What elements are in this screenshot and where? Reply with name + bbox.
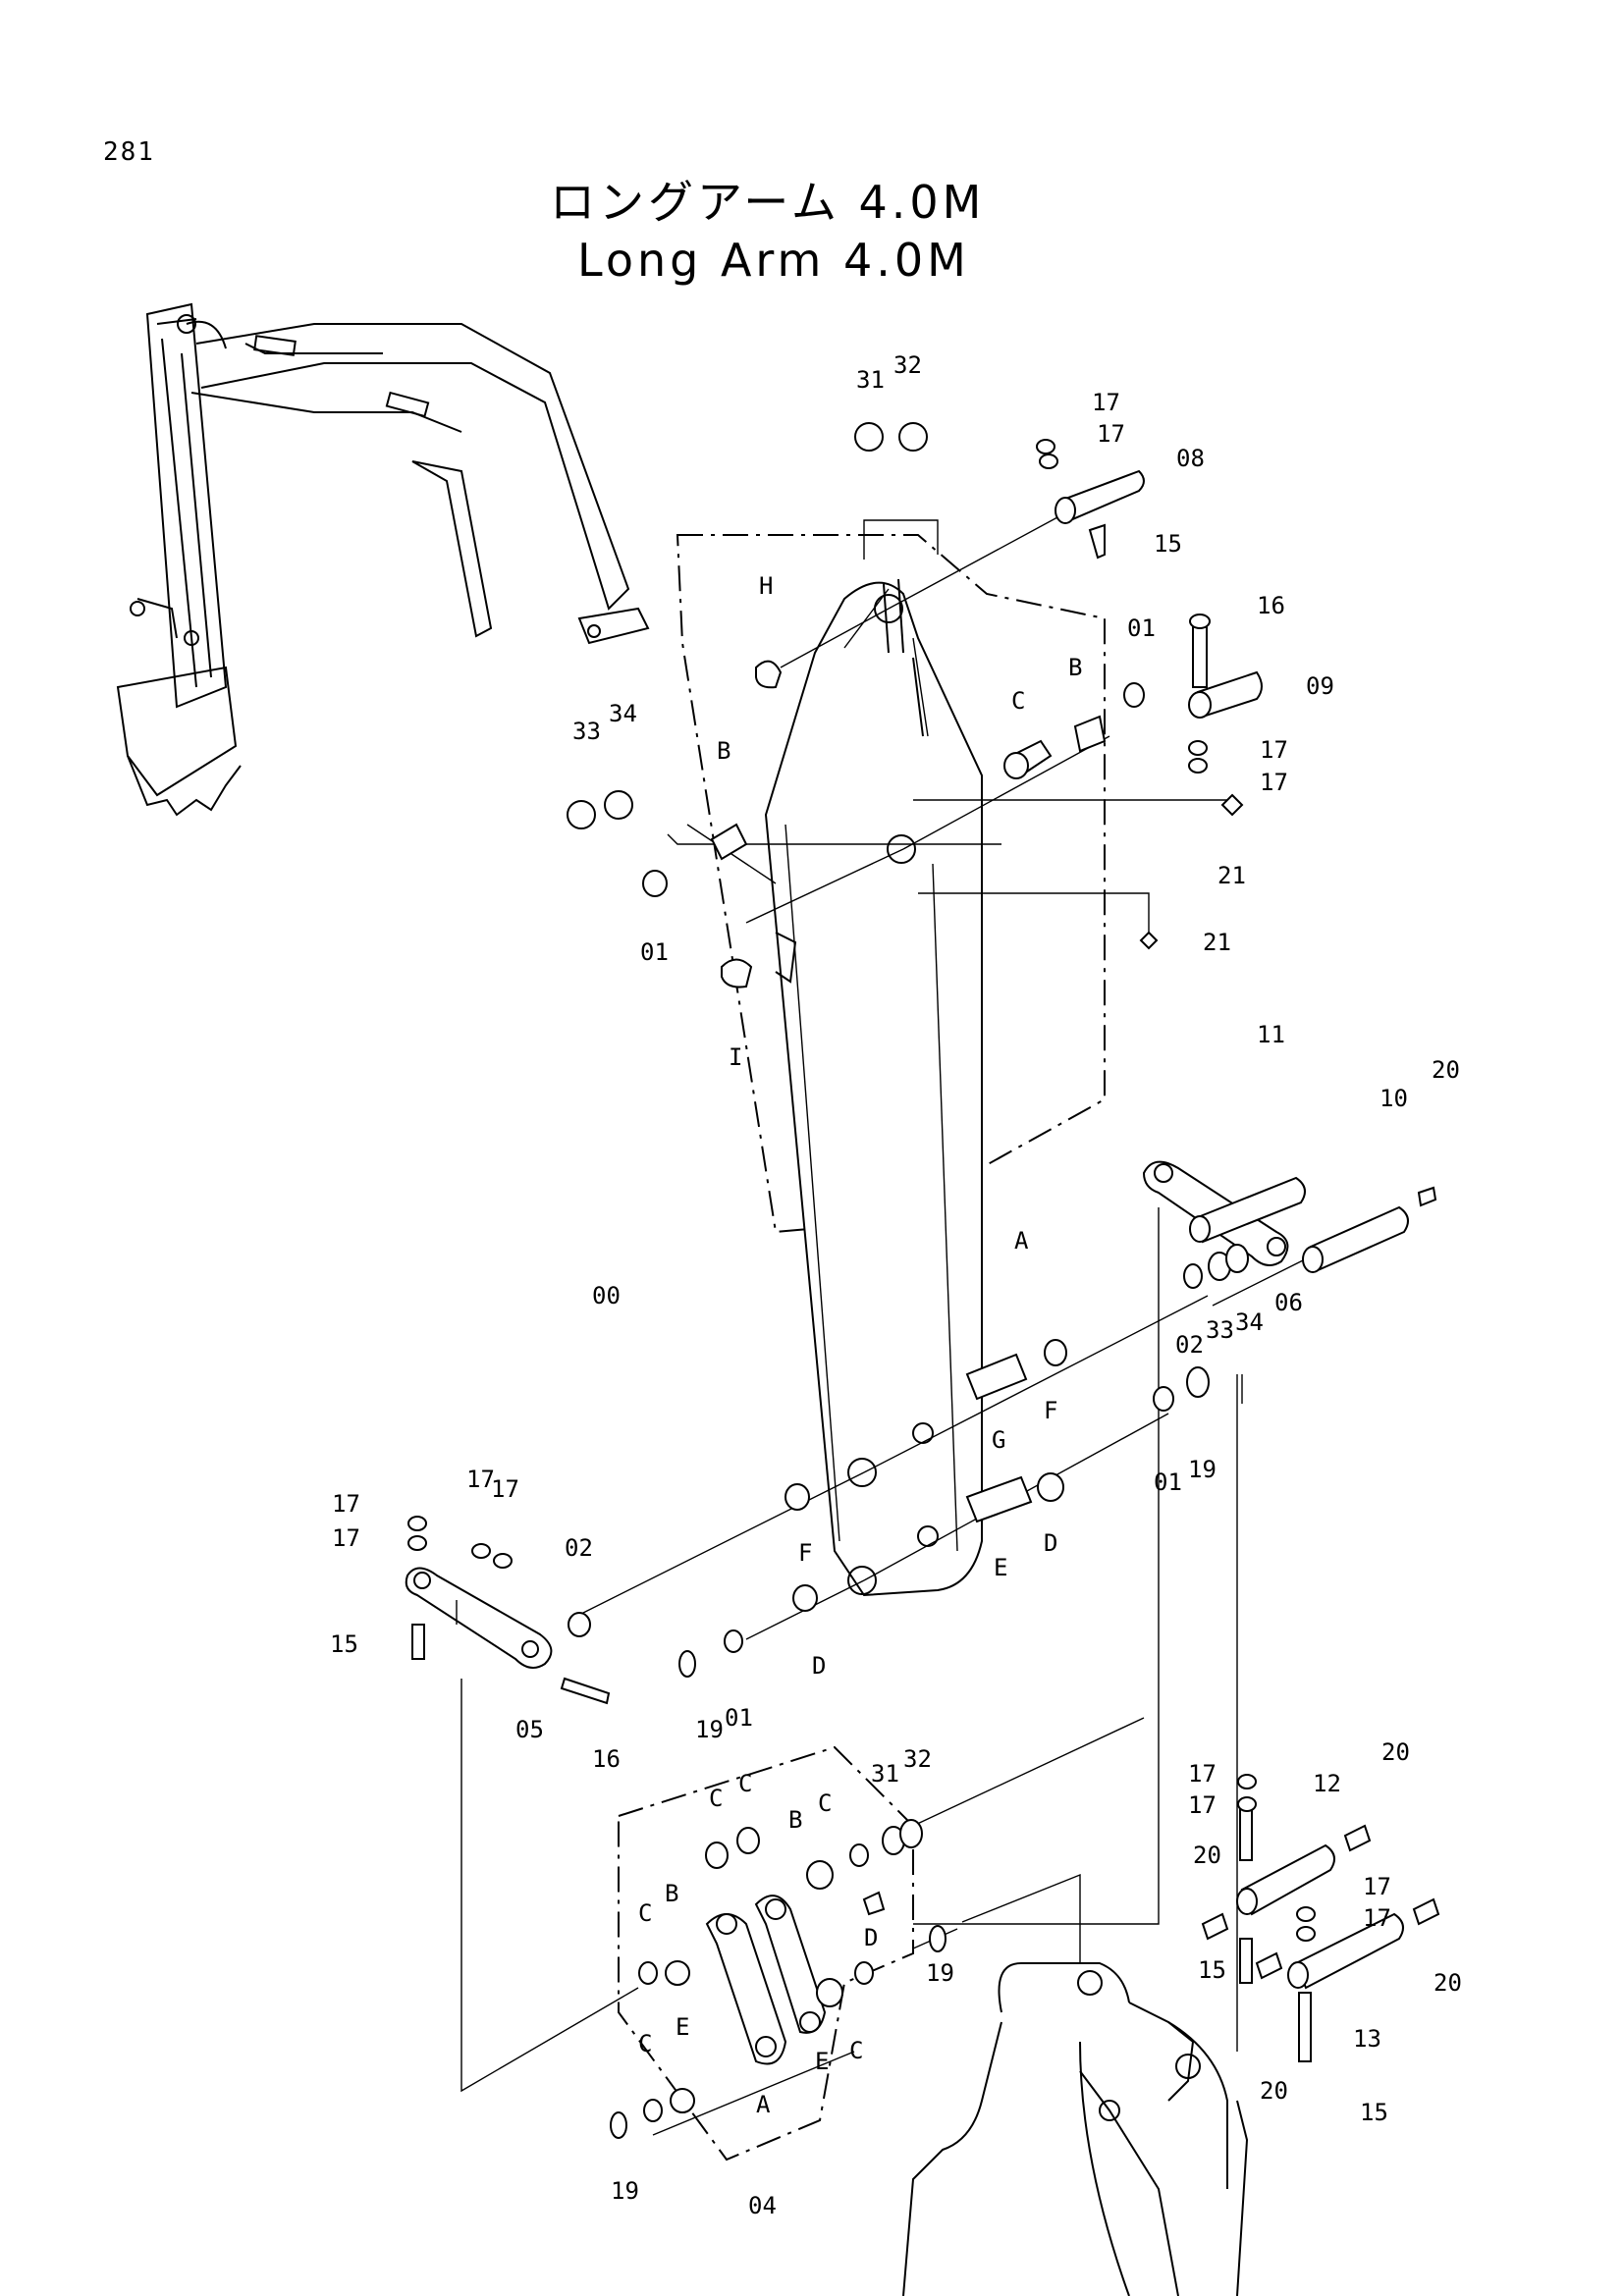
pin-13 bbox=[1201, 1897, 1440, 2062]
label-E: E bbox=[815, 2048, 829, 2075]
label-31: 31 bbox=[856, 366, 885, 394]
label-B: B bbox=[788, 1806, 802, 1834]
label-20: 20 bbox=[1434, 1969, 1462, 1997]
bushings-upper bbox=[567, 422, 1244, 988]
label-05: 05 bbox=[515, 1716, 544, 1743]
label-H: H bbox=[759, 572, 773, 600]
label-08: 08 bbox=[1176, 445, 1205, 472]
label-04: 04 bbox=[748, 2192, 777, 2219]
label-C: C bbox=[818, 1789, 832, 1817]
label-F: F bbox=[798, 1539, 812, 1567]
label-34: 34 bbox=[609, 700, 637, 727]
label-C: C bbox=[738, 1770, 752, 1797]
label-17: 17 bbox=[1363, 1904, 1391, 1932]
label-17: 17 bbox=[1260, 736, 1288, 764]
label-16: 16 bbox=[592, 1745, 621, 1773]
pin-11 bbox=[1189, 1176, 1306, 1244]
label-19: 19 bbox=[926, 1959, 954, 1987]
label-09: 09 bbox=[1306, 672, 1334, 700]
part-labels: 31 32 17 17 08 15 H 16 01 B C 09 17 17 3… bbox=[330, 351, 1462, 2219]
label-G: G bbox=[992, 1426, 1005, 1454]
label-I: I bbox=[729, 1043, 742, 1071]
label-00: 00 bbox=[592, 1282, 621, 1309]
label-20: 20 bbox=[1260, 2077, 1288, 2105]
label-11: 11 bbox=[1257, 1021, 1285, 1048]
label-32: 32 bbox=[893, 351, 922, 379]
label-B: B bbox=[665, 1880, 678, 1907]
excavator-overview-figure bbox=[116, 302, 650, 817]
label-10: 10 bbox=[1380, 1085, 1408, 1112]
label-15: 15 bbox=[1198, 1956, 1226, 1984]
label-C: C bbox=[709, 1785, 723, 1812]
label-A: A bbox=[756, 2091, 771, 2118]
label-15: 15 bbox=[1154, 530, 1182, 558]
label-15: 15 bbox=[1360, 2099, 1388, 2126]
pin-08 bbox=[1036, 439, 1145, 560]
label-02: 02 bbox=[1175, 1331, 1204, 1359]
label-01: 01 bbox=[1127, 614, 1156, 642]
arm-body bbox=[764, 578, 983, 1597]
label-E: E bbox=[676, 2013, 689, 2041]
label-13: 13 bbox=[1353, 2025, 1381, 2053]
label-34: 34 bbox=[1235, 1308, 1264, 1336]
label-19: 19 bbox=[695, 1716, 724, 1743]
label-D: D bbox=[1044, 1529, 1057, 1557]
label-01: 01 bbox=[640, 938, 669, 966]
label-17: 17 bbox=[1188, 1791, 1217, 1819]
label-19: 19 bbox=[1188, 1456, 1217, 1483]
label-F: F bbox=[1044, 1397, 1057, 1424]
assembly-lines bbox=[460, 509, 1312, 2136]
label-12: 12 bbox=[1313, 1770, 1341, 1797]
label-C: C bbox=[638, 2030, 652, 2057]
label-C: C bbox=[1011, 687, 1025, 715]
pin-10 bbox=[1302, 1186, 1437, 1273]
label-A: A bbox=[1014, 1227, 1029, 1255]
label-17: 17 bbox=[332, 1524, 360, 1552]
pin-12 bbox=[1236, 1774, 1372, 1916]
label-D: D bbox=[864, 1924, 878, 1951]
label-33: 33 bbox=[572, 718, 601, 745]
page-number: 281 bbox=[103, 137, 155, 167]
label-20: 20 bbox=[1432, 1056, 1460, 1084]
label-17: 17 bbox=[332, 1490, 360, 1518]
bucket-link-04 bbox=[610, 1819, 947, 2139]
label-32: 32 bbox=[903, 1745, 932, 1773]
label-21: 21 bbox=[1203, 929, 1231, 956]
pin-09 bbox=[1188, 614, 1263, 774]
label-15: 15 bbox=[330, 1630, 358, 1658]
bucket bbox=[902, 1962, 1249, 2296]
link-05 bbox=[405, 1516, 611, 1705]
label-33: 33 bbox=[1206, 1316, 1234, 1344]
label-17: 17 bbox=[1188, 1760, 1217, 1788]
label-C: C bbox=[638, 1899, 652, 1927]
label-17: 17 bbox=[1363, 1873, 1391, 1900]
label-17: 17 bbox=[1097, 420, 1125, 448]
label-17: 17 bbox=[1260, 769, 1288, 796]
label-C: C bbox=[849, 2037, 863, 2064]
label-16: 16 bbox=[1257, 592, 1285, 619]
label-31: 31 bbox=[871, 1760, 899, 1788]
label-02: 02 bbox=[565, 1534, 593, 1562]
label-17: 17 bbox=[491, 1475, 519, 1503]
label-17: 17 bbox=[466, 1466, 495, 1493]
title-japanese: ロングアーム 4.0M bbox=[550, 176, 986, 229]
label-06: 06 bbox=[1274, 1289, 1303, 1316]
label-B: B bbox=[717, 737, 730, 765]
label-17: 17 bbox=[1092, 389, 1120, 416]
label-20: 20 bbox=[1381, 1738, 1410, 1766]
label-01: 01 bbox=[725, 1704, 753, 1732]
label-E: E bbox=[994, 1554, 1007, 1581]
label-01: 01 bbox=[1154, 1468, 1182, 1496]
label-21: 21 bbox=[1217, 862, 1246, 889]
bushings-right-middle bbox=[568, 1244, 1249, 1678]
label-20: 20 bbox=[1193, 1842, 1221, 1869]
title-english: Long Arm 4.0M bbox=[577, 234, 970, 287]
label-B: B bbox=[1068, 654, 1082, 681]
label-D: D bbox=[812, 1652, 826, 1680]
label-19: 19 bbox=[611, 2177, 639, 2205]
